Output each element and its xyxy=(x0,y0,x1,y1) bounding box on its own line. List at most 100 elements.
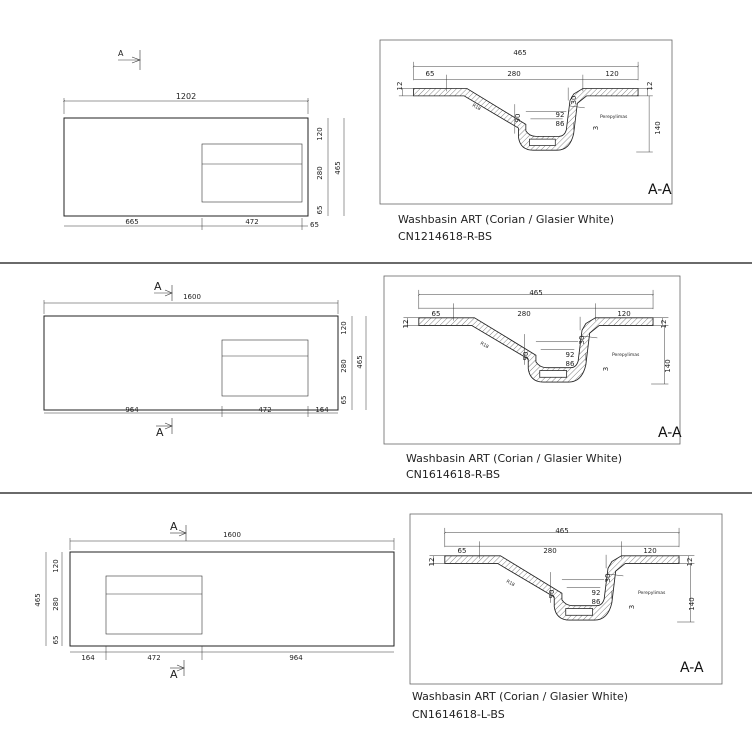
svg-text:30: 30 xyxy=(604,574,612,583)
svg-text:A: A xyxy=(170,520,178,533)
dim-width: 472 xyxy=(258,406,271,414)
panel-1: A 1202 665 472 65 120 280 65 465 465 xyxy=(63,39,673,243)
svg-text:86: 86 xyxy=(566,360,575,368)
dim-left: 964 xyxy=(125,406,139,414)
svg-text:Perepylimas: Perepylimas xyxy=(638,590,666,596)
section-frame xyxy=(409,513,723,685)
dim-depth: 465 xyxy=(356,355,364,368)
svg-text:120: 120 xyxy=(617,310,630,318)
profile-labels: 465 65 280 120 12 12 90 140 92 86 30 3 P… xyxy=(396,49,662,135)
svg-text:A: A xyxy=(156,426,164,439)
product-code: CN1614618-R-BS xyxy=(406,468,500,481)
svg-text:280: 280 xyxy=(543,547,556,555)
basin-outline xyxy=(201,143,303,203)
svg-text:280: 280 xyxy=(52,597,60,610)
dim-right: 65 xyxy=(310,221,319,229)
svg-text:65: 65 xyxy=(458,547,467,555)
dim-left: 665 xyxy=(125,218,138,226)
svg-text:65: 65 xyxy=(52,636,60,645)
svg-text:140: 140 xyxy=(654,121,662,134)
svg-text:92: 92 xyxy=(592,589,601,597)
dim-depth: 465 xyxy=(34,593,42,606)
dim-right: 964 xyxy=(289,654,303,662)
svg-text:465: 465 xyxy=(513,49,526,57)
svg-text:R18: R18 xyxy=(471,103,482,113)
svg-text:R18: R18 xyxy=(505,579,516,589)
svg-text:120: 120 xyxy=(340,321,348,334)
svg-text:A: A xyxy=(170,668,178,681)
svg-text:92: 92 xyxy=(566,351,575,359)
basin-outline xyxy=(221,339,309,397)
svg-text:Perepylimas: Perepylimas xyxy=(600,114,628,120)
product-title: Washbasin ART (Corian / Glasier White) xyxy=(398,213,614,226)
svg-text:A: A xyxy=(118,49,124,58)
svg-text:120: 120 xyxy=(605,70,618,78)
svg-text:12: 12 xyxy=(396,82,404,91)
top-view-plate xyxy=(43,315,339,411)
section-view-label: A-A xyxy=(680,660,704,676)
svg-text:90: 90 xyxy=(548,590,556,599)
svg-text:Perepylimas: Perepylimas xyxy=(612,352,640,358)
dim-front: 65 xyxy=(316,206,324,215)
profile-labels: 465 65 280 120 12 12 90 140 92 86 30 3 P… xyxy=(428,527,696,611)
section-marker-a: A xyxy=(118,49,141,70)
profile-labels: 465 65 280 120 12 12 90 140 92 86 30 3 P… xyxy=(402,289,672,373)
svg-text:12: 12 xyxy=(686,558,694,567)
svg-text:120: 120 xyxy=(52,559,60,572)
product-title: Washbasin ART (Corian / Glasier White) xyxy=(406,452,622,465)
svg-text:12: 12 xyxy=(428,558,436,567)
dim-width: 472 xyxy=(245,218,258,226)
svg-text:65: 65 xyxy=(426,70,435,78)
svg-text:R18: R18 xyxy=(479,341,490,351)
svg-text:65: 65 xyxy=(340,396,348,405)
dim-length: 1600 xyxy=(183,293,201,301)
section-marker-a-top: A xyxy=(154,280,173,301)
product-code: CN1214618-R-BS xyxy=(398,230,492,243)
svg-text:120: 120 xyxy=(643,547,656,555)
svg-text:12: 12 xyxy=(660,320,668,329)
dim-basin: 280 xyxy=(316,166,324,179)
product-code: CN1614618-L-BS xyxy=(412,708,505,721)
svg-text:12: 12 xyxy=(646,82,654,91)
panel-3: A 1600 164 472 964 465 120 280 65 A xyxy=(34,513,723,721)
dim-width: 472 xyxy=(147,654,160,662)
svg-text:280: 280 xyxy=(507,70,520,78)
dim-back: 120 xyxy=(316,127,324,140)
dim-length: 1600 xyxy=(223,531,241,539)
svg-text:280: 280 xyxy=(340,359,348,372)
section-view-label: A-A xyxy=(648,182,672,198)
top-view-plate xyxy=(63,117,309,217)
section-frame xyxy=(379,39,673,205)
section-marker-a-bottom: A xyxy=(156,418,173,439)
product-title: Washbasin ART (Corian / Glasier White) xyxy=(412,690,628,703)
svg-text:86: 86 xyxy=(556,120,565,128)
svg-text:30: 30 xyxy=(570,96,578,105)
section-marker-a-top: A xyxy=(170,520,187,541)
svg-text:3: 3 xyxy=(628,605,636,609)
svg-text:90: 90 xyxy=(514,114,522,123)
section-marker-a-bottom: A xyxy=(170,660,185,681)
svg-text:A: A xyxy=(154,280,162,293)
dim-left: 164 xyxy=(81,654,95,662)
svg-text:12: 12 xyxy=(402,320,410,329)
svg-text:465: 465 xyxy=(555,527,568,535)
svg-text:3: 3 xyxy=(602,367,610,371)
top-view-plate xyxy=(69,551,395,647)
svg-text:90: 90 xyxy=(522,352,530,361)
svg-text:280: 280 xyxy=(517,310,530,318)
svg-text:30: 30 xyxy=(578,336,586,345)
panel-2: A 1600 964 472 164 120 280 65 465 A xyxy=(43,275,682,481)
svg-text:86: 86 xyxy=(592,598,601,606)
section-view-label: A-A xyxy=(658,425,682,441)
dim-length: 1202 xyxy=(176,92,196,101)
dim-right: 164 xyxy=(315,406,329,414)
svg-text:140: 140 xyxy=(664,359,672,372)
svg-text:65: 65 xyxy=(432,310,441,318)
svg-text:140: 140 xyxy=(688,597,696,610)
basin-outline xyxy=(105,575,203,635)
svg-text:465: 465 xyxy=(529,289,542,297)
svg-text:3: 3 xyxy=(592,126,600,130)
svg-text:92: 92 xyxy=(556,111,565,119)
dim-depth: 465 xyxy=(334,161,342,174)
